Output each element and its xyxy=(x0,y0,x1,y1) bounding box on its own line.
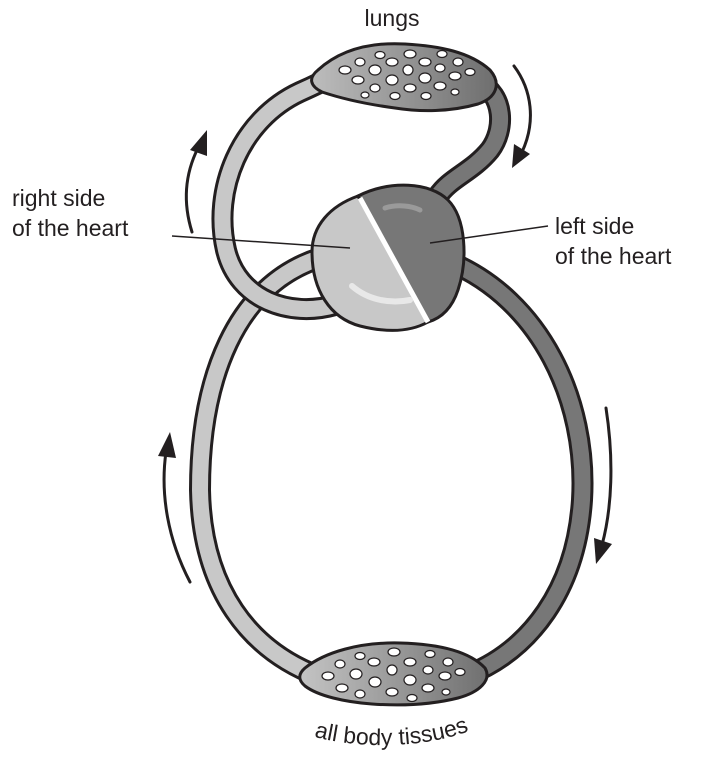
tissues-label: all body tissues xyxy=(313,711,471,750)
right-side-label-line-1: right side xyxy=(12,185,105,211)
flow-arrow-pulmonary-up xyxy=(186,130,207,232)
lungs-label: lungs xyxy=(365,5,420,31)
flow-arrow-systemic-down xyxy=(594,408,612,564)
heart xyxy=(312,185,464,330)
left-side-label: left side of the heart xyxy=(555,213,672,269)
tissues-capillary-bed xyxy=(300,643,487,705)
left-side-label-line-2: of the heart xyxy=(555,243,672,269)
flow-arrow-systemic-up xyxy=(158,432,190,582)
tissues-label-text: all body tissues xyxy=(313,711,471,750)
right-side-label: right side of the heart xyxy=(12,185,129,241)
left-side-label-line-1: left side xyxy=(555,213,634,239)
systemic-artery xyxy=(450,262,583,675)
systemic-vein xyxy=(200,258,320,676)
lungs-capillary-bed xyxy=(312,44,497,111)
right-side-label-line-2: of the heart xyxy=(12,215,129,241)
flow-arrow-lungs-down xyxy=(512,66,530,168)
